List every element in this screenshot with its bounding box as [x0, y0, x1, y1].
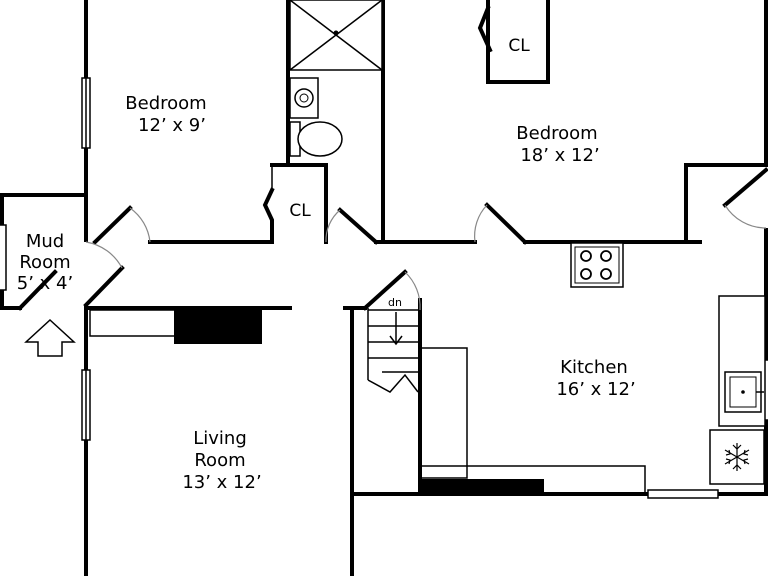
snowflake-icon [724, 443, 750, 471]
shower-drain [333, 30, 339, 36]
stove-icon [570, 242, 624, 288]
room-name: Kitchen [560, 357, 628, 378]
window-kitchen-bottom [647, 489, 719, 499]
window-mud-room [0, 224, 7, 291]
closet-label-hall: CL [289, 201, 311, 221]
sink-icon [294, 88, 314, 108]
room-size: 18’ x 12’ [520, 145, 599, 166]
door-bathroom [337, 207, 379, 245]
fridge [709, 429, 765, 485]
room-name-line2: Room [194, 450, 245, 471]
room-size: 16’ x 12’ [556, 379, 635, 400]
door-stairs [362, 269, 408, 311]
room-size: 12’ x 9’ [138, 115, 206, 136]
room-name: Bedroom [516, 123, 597, 144]
room-bedroom-left: Bedroom 12’ x 9’ [125, 93, 206, 136]
door-mud-room [83, 265, 125, 308]
room-name-line1: Mud [26, 231, 64, 252]
kitchen-counter [420, 347, 646, 494]
living-built-in [89, 309, 262, 344]
kitchen-counter-dark [422, 479, 544, 494]
door-hall-closet [262, 187, 275, 244]
closet-label-top: CL [508, 36, 530, 56]
stairs-down-arrow [389, 335, 403, 346]
door-bedroom-right [484, 202, 528, 245]
door-bedroom-left [92, 205, 133, 245]
toilet-icon [289, 121, 343, 157]
room-bedroom-right: Bedroom 18’ x 12’ [516, 123, 599, 166]
room-name-line2: Room [19, 252, 70, 273]
wall-hall-closet [270, 163, 328, 244]
bath-sink [289, 77, 319, 119]
door-right-closet [722, 167, 768, 208]
room-name: Bedroom [125, 93, 206, 114]
stairs-label: dn [388, 296, 402, 309]
room-kitchen: Kitchen 16’ x 12’ [556, 357, 635, 400]
entry-arrow-icon [24, 318, 76, 357]
room-size: 5’ x 4’ [17, 273, 73, 294]
fireplace [174, 310, 262, 344]
room-living-room: Living Room 13’ x 12’ [182, 428, 261, 493]
room-size: 13’ x 12’ [182, 472, 261, 493]
door-mud-inner [17, 269, 58, 311]
room-name-line1: Living [193, 428, 247, 449]
shower [289, 0, 383, 71]
doors [17, 5, 768, 311]
kitchen-sink-counter [718, 295, 766, 427]
room-mud-room: Mud Room 5’ x 4’ [17, 231, 73, 294]
stairs: dn [367, 296, 419, 393]
door-top-closet [477, 5, 493, 53]
